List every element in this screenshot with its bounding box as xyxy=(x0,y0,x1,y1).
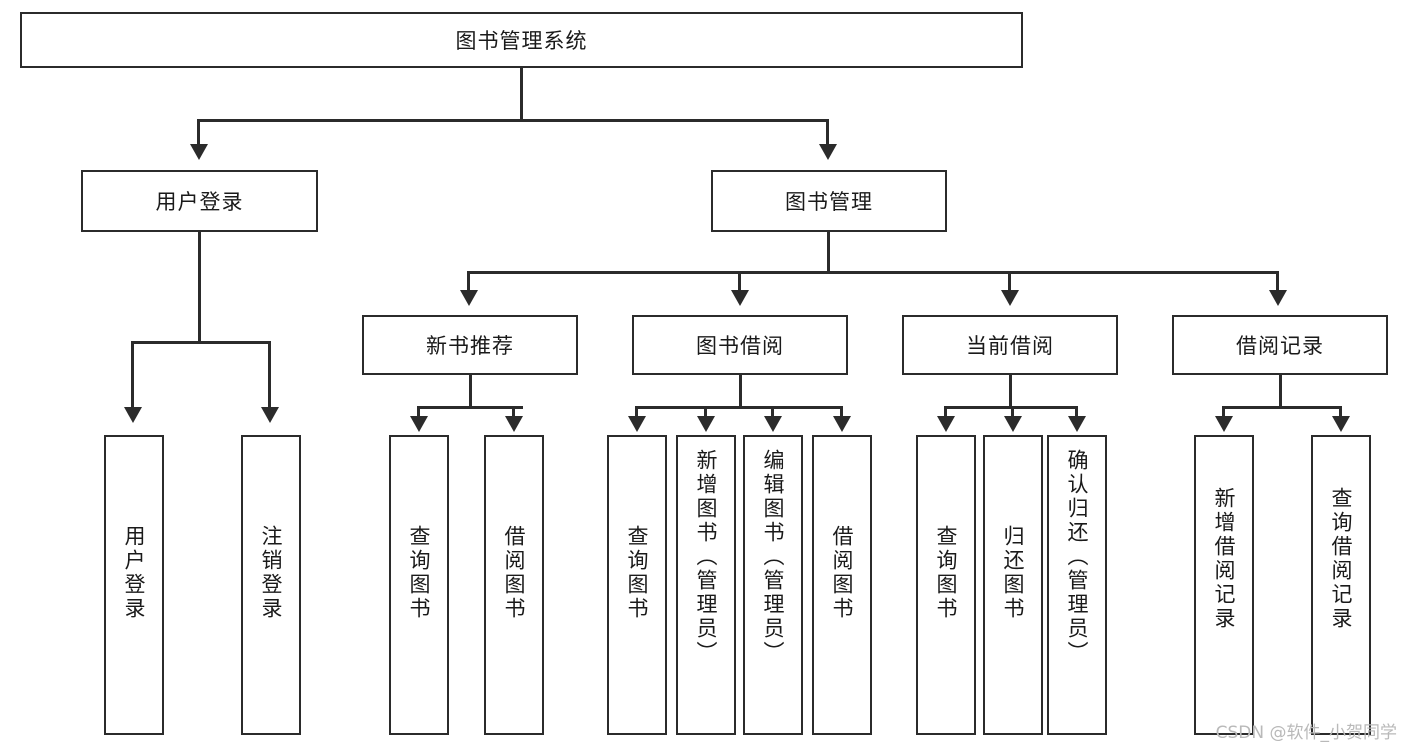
connector-new-book-drop-1 xyxy=(417,406,420,420)
node-user-login[interactable]: 用户登录 xyxy=(81,170,318,232)
node-label: 借阅记录 xyxy=(1236,334,1324,358)
leaf-label: 注销登录 xyxy=(259,525,284,621)
leaf-label: 新增借阅记录 xyxy=(1212,487,1237,631)
arrowhead-leaf-add-book xyxy=(697,416,715,432)
leaf-label: 查询借阅记录 xyxy=(1329,487,1354,631)
arrowhead-leaf-add-record xyxy=(1215,416,1233,432)
leaf-label: 查询图书 xyxy=(407,525,432,621)
node-label: 用户登录 xyxy=(155,190,244,214)
connector-book-borrow-bus xyxy=(635,406,843,409)
arrowhead-to-book-borrow xyxy=(731,290,749,306)
arrowhead-leaf-query-book-2 xyxy=(628,416,646,432)
arrowhead-leaf-confirm-return xyxy=(1068,416,1086,432)
node-borrow-record[interactable]: 借阅记录 xyxy=(1172,315,1388,375)
leaf-book-borrow-borrow-book[interactable]: 借阅图书 xyxy=(812,435,872,735)
connector-user-login-drop-2 xyxy=(268,341,271,411)
leaf-label: 新增图书（管理员） xyxy=(694,449,719,665)
connector-book-management-stem xyxy=(827,232,830,273)
leaf-label: 归还图书 xyxy=(1001,525,1026,621)
connector-new-book-drop-2 xyxy=(512,406,515,420)
connector-book-borrow-drop-3 xyxy=(771,406,774,420)
connector-current-borrow-drop-3 xyxy=(1075,406,1078,420)
connector-current-borrow-drop-2 xyxy=(1011,406,1014,420)
arrowhead-to-book-management xyxy=(819,144,837,160)
connector-borrow-record-drop-1 xyxy=(1222,406,1225,420)
connector-to-new-book xyxy=(467,271,470,293)
connector-level2-bus xyxy=(467,271,1279,274)
node-label: 图书管理 xyxy=(785,190,873,214)
arrowhead-leaf-borrow-book-1 xyxy=(505,416,523,432)
arrowhead-leaf-borrow-book-2 xyxy=(833,416,851,432)
node-book-management[interactable]: 图书管理 xyxy=(711,170,947,232)
connector-user-login-bus xyxy=(131,341,268,344)
arrowhead-to-new-book xyxy=(460,290,478,306)
leaf-book-borrow-add-book[interactable]: 新增图书（管理员） xyxy=(676,435,736,735)
leaf-new-book-query-book[interactable]: 查询图书 xyxy=(389,435,449,735)
arrowhead-to-user-login xyxy=(190,144,208,160)
arrowhead-leaf-query-record xyxy=(1332,416,1350,432)
connector-book-borrow-stem xyxy=(739,375,742,408)
connector-borrow-record-bus xyxy=(1222,406,1342,409)
connector-user-login-stem xyxy=(198,232,201,343)
leaf-label: 用户登录 xyxy=(122,525,147,621)
connector-borrow-record-stem xyxy=(1279,375,1282,408)
leaf-book-borrow-query-book[interactable]: 查询图书 xyxy=(607,435,667,735)
leaf-label: 编辑图书（管理员） xyxy=(761,449,786,665)
connector-to-current-borrow xyxy=(1008,271,1011,293)
leaf-user-login[interactable]: 用户登录 xyxy=(104,435,164,735)
leaf-current-borrow-confirm-return[interactable]: 确认归还（管理员） xyxy=(1047,435,1107,735)
node-label: 新书推荐 xyxy=(426,334,514,358)
connector-to-book-borrow xyxy=(738,271,741,293)
node-label: 图书借阅 xyxy=(696,334,784,358)
connector-new-book-bus xyxy=(417,406,523,409)
leaf-label: 确认归还（管理员） xyxy=(1065,449,1090,665)
node-new-book-recommend[interactable]: 新书推荐 xyxy=(362,315,578,375)
connector-new-book-stem xyxy=(469,375,472,408)
arrowhead-leaf-return-book xyxy=(1004,416,1022,432)
connector-book-borrow-drop-4 xyxy=(840,406,843,420)
node-book-borrow[interactable]: 图书借阅 xyxy=(632,315,848,375)
connector-to-book-management xyxy=(826,119,829,148)
connector-root-stem xyxy=(520,68,523,121)
leaf-current-borrow-return-book[interactable]: 归还图书 xyxy=(983,435,1043,735)
leaf-label: 查询图书 xyxy=(625,525,650,621)
leaf-label: 借阅图书 xyxy=(830,525,855,621)
leaf-new-book-borrow-book[interactable]: 借阅图书 xyxy=(484,435,544,735)
connector-to-borrow-record xyxy=(1276,271,1279,293)
leaf-add-borrow-record[interactable]: 新增借阅记录 xyxy=(1194,435,1254,735)
connector-borrow-record-drop-2 xyxy=(1339,406,1342,420)
arrowhead-to-current-borrow xyxy=(1001,290,1019,306)
node-current-borrow[interactable]: 当前借阅 xyxy=(902,315,1118,375)
leaf-logout[interactable]: 注销登录 xyxy=(241,435,301,735)
arrowhead-leaf-logout xyxy=(261,407,279,423)
leaf-book-borrow-edit-book[interactable]: 编辑图书（管理员） xyxy=(743,435,803,735)
leaf-current-borrow-query-book[interactable]: 查询图书 xyxy=(916,435,976,735)
arrowhead-to-borrow-record xyxy=(1269,290,1287,306)
leaf-label: 查询图书 xyxy=(934,525,959,621)
connector-to-user-login xyxy=(197,119,200,148)
leaf-query-borrow-record[interactable]: 查询借阅记录 xyxy=(1311,435,1371,735)
arrowhead-leaf-user-login xyxy=(124,407,142,423)
node-root-book-management-system[interactable]: 图书管理系统 xyxy=(20,12,1023,68)
connector-user-login-drop-1 xyxy=(131,341,134,411)
arrowhead-leaf-query-book-3 xyxy=(937,416,955,432)
connector-current-borrow-stem xyxy=(1009,375,1012,408)
connector-level1-bus xyxy=(197,119,829,122)
node-label: 当前借阅 xyxy=(966,334,1054,358)
arrowhead-leaf-edit-book xyxy=(764,416,782,432)
connector-book-borrow-drop-1 xyxy=(635,406,638,420)
arrowhead-leaf-query-book-1 xyxy=(410,416,428,432)
connector-current-borrow-drop-1 xyxy=(944,406,947,420)
node-label: 图书管理系统 xyxy=(455,29,588,53)
connector-book-borrow-drop-2 xyxy=(704,406,707,420)
leaf-label: 借阅图书 xyxy=(502,525,527,621)
